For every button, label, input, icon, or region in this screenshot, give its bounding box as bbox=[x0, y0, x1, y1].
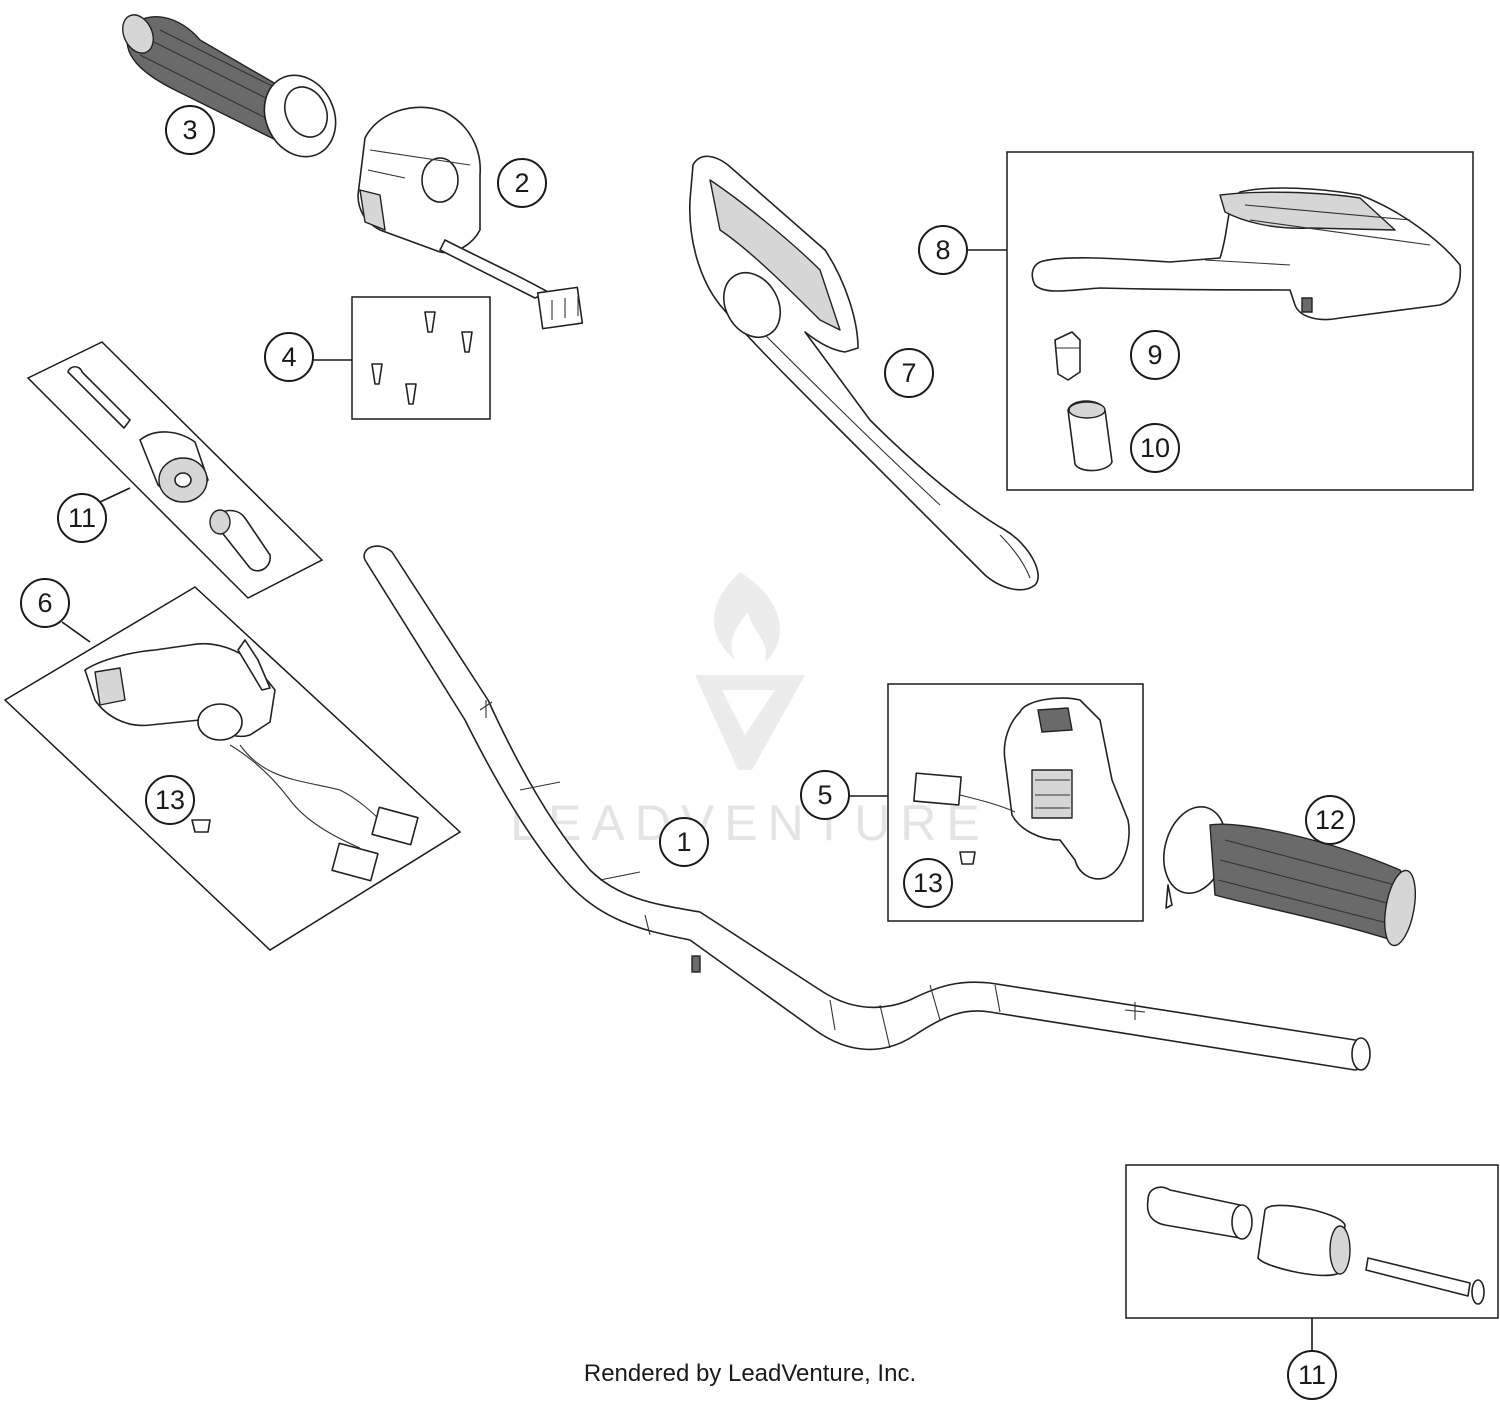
watermark: LEADVENTURE bbox=[510, 572, 990, 851]
callout-3: 3 bbox=[165, 105, 215, 155]
callout-label: 1 bbox=[676, 827, 691, 857]
left-control-kit-part bbox=[3, 586, 462, 951]
callout-label: 13 bbox=[155, 785, 185, 815]
callout-label: 5 bbox=[817, 780, 832, 810]
callout-9: 9 bbox=[1130, 330, 1180, 380]
callout-7: 7 bbox=[884, 348, 934, 398]
leader-lines bbox=[61, 249, 1313, 1350]
callout-13-left: 13 bbox=[145, 775, 195, 825]
adjuster-nut-part bbox=[1054, 331, 1081, 381]
callout-12: 12 bbox=[1305, 795, 1355, 845]
callout-label: 9 bbox=[1147, 340, 1162, 370]
grip-right-part bbox=[1163, 805, 1416, 947]
callout-10: 10 bbox=[1130, 423, 1180, 473]
callout-11-left: 11 bbox=[57, 493, 107, 543]
callout-6: 6 bbox=[20, 578, 70, 628]
callout-label: 12 bbox=[1315, 805, 1345, 835]
callout-label: 8 bbox=[935, 235, 950, 265]
watermark-flame-icon bbox=[713, 572, 780, 662]
callout-label: 7 bbox=[901, 358, 916, 388]
lever-part bbox=[688, 155, 1039, 591]
bar-end-kit-right-part bbox=[1125, 1164, 1499, 1319]
right-switch-kit-part bbox=[887, 683, 1144, 922]
callout-label: 6 bbox=[37, 588, 52, 618]
callout-5: 5 bbox=[800, 770, 850, 820]
rendered-by-credit: Rendered by LeadVenture, Inc. bbox=[583, 1360, 917, 1387]
callout-label: 11 bbox=[68, 503, 96, 533]
callout-4: 4 bbox=[264, 332, 314, 382]
callout-2: 2 bbox=[497, 158, 547, 208]
callout-13-right: 13 bbox=[903, 858, 953, 908]
grip-left-part bbox=[122, 14, 337, 158]
callout-label: 10 bbox=[1140, 433, 1170, 463]
callout-label: 4 bbox=[281, 342, 296, 372]
watermark-text: LEADVENTURE bbox=[510, 795, 990, 851]
callout-label: 3 bbox=[182, 115, 197, 145]
callout-label: 11 bbox=[1298, 1360, 1326, 1390]
callout-label: 2 bbox=[514, 168, 529, 198]
callout-label: 13 bbox=[913, 868, 943, 898]
callout-1: 1 bbox=[659, 817, 709, 867]
callout-11-right: 11 bbox=[1287, 1350, 1337, 1400]
watermark-v-icon bbox=[695, 675, 805, 770]
callout-8: 8 bbox=[918, 225, 968, 275]
brake-lever-kit-part bbox=[1006, 151, 1474, 491]
screw-kit-part bbox=[351, 296, 491, 420]
switch-housing-part bbox=[357, 106, 584, 330]
sleeve-part bbox=[1067, 400, 1113, 472]
handlebar-part bbox=[363, 545, 1371, 1071]
bar-end-kit-left-part bbox=[26, 341, 324, 599]
